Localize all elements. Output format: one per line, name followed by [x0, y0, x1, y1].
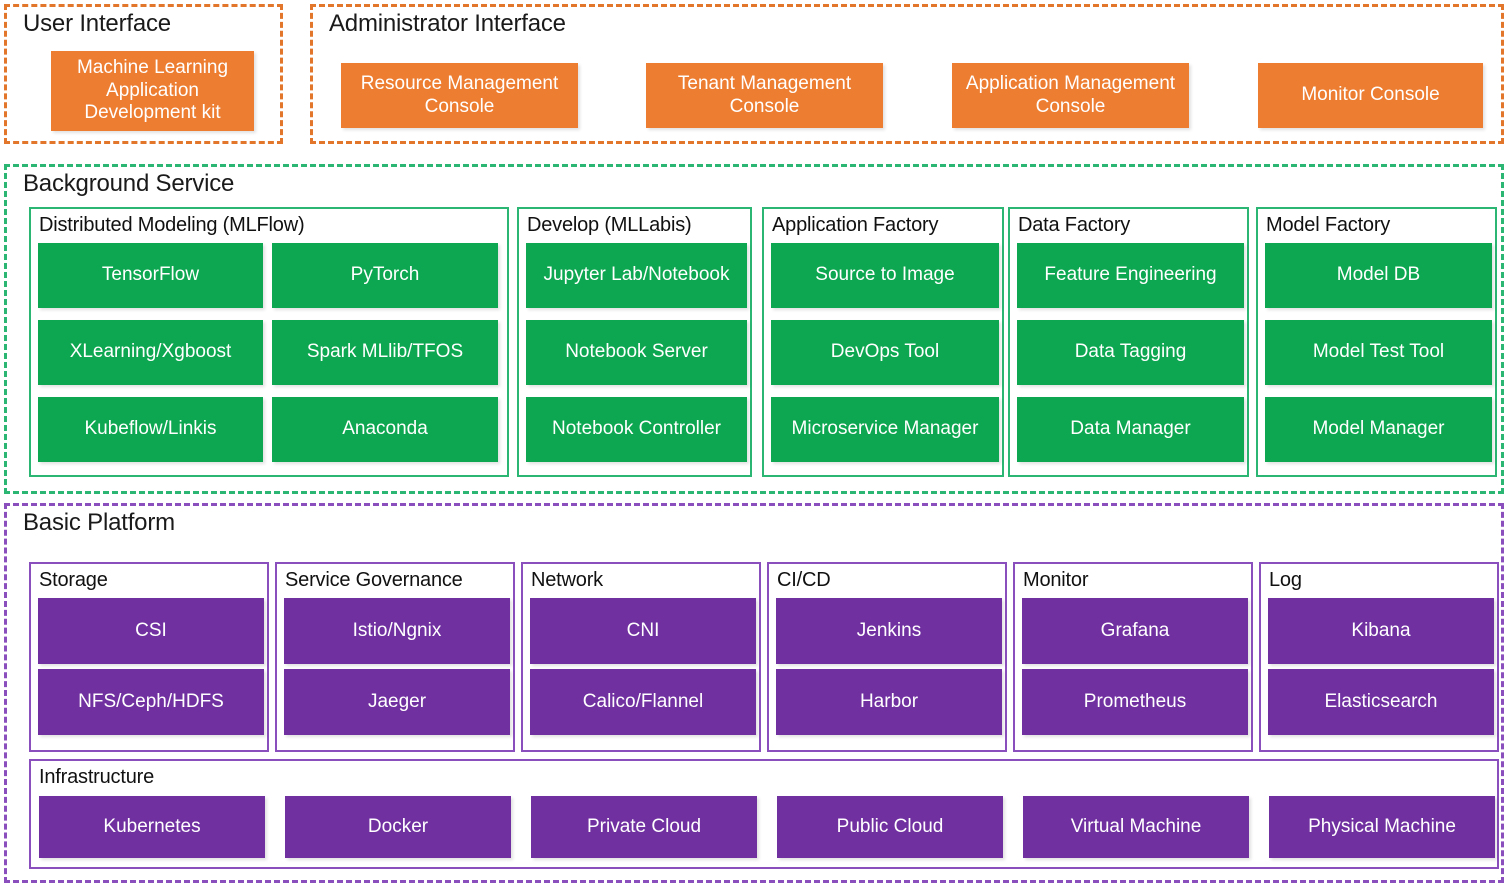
group-network-title: Network [531, 569, 603, 591]
tile-kubeflow-linkis[interactable]: Kubeflow/Linkis [38, 397, 263, 462]
group-application-factory-title: Application Factory [772, 214, 939, 236]
group-monitor: Monitor Grafana Prometheus [1013, 562, 1253, 752]
group-develop: Develop (MLLabis) Jupyter Lab/Notebook N… [517, 207, 752, 477]
administrator-interface-title: Administrator Interface [327, 9, 572, 39]
tile-microservice-manager[interactable]: Microservice Manager [771, 397, 999, 462]
group-storage: Storage CSI NFS/Ceph/HDFS [29, 562, 269, 752]
background-service-band: Background Service Distributed Modeling … [4, 164, 1504, 494]
tile-calico-flannel[interactable]: Calico/Flannel [530, 669, 756, 735]
administrator-interface-band: Administrator Interface Resource Managem… [310, 4, 1504, 144]
tile-elasticsearch[interactable]: Elasticsearch [1268, 669, 1494, 735]
tile-jenkins[interactable]: Jenkins [776, 598, 1002, 664]
group-develop-title: Develop (MLLabis) [527, 214, 692, 236]
ui-tile-ml-app-dev-kit[interactable]: Machine Learning Application Development… [51, 51, 254, 131]
group-network: Network CNI Calico/Flannel [521, 562, 761, 752]
tile-prometheus[interactable]: Prometheus [1022, 669, 1248, 735]
group-log-title: Log [1269, 569, 1302, 591]
admin-tile-tenant-management-console[interactable]: Tenant Management Console [646, 63, 883, 128]
group-service-governance: Service Governance Istio/Ngnix Jaeger [275, 562, 515, 752]
tile-physical-machine[interactable]: Physical Machine [1269, 796, 1495, 858]
tile-kubernetes[interactable]: Kubernetes [39, 796, 265, 858]
tile-model-test-tool[interactable]: Model Test Tool [1265, 320, 1492, 385]
tile-nfs-ceph-hdfs[interactable]: NFS/Ceph/HDFS [38, 669, 264, 735]
group-service-governance-title: Service Governance [285, 569, 463, 591]
user-interface-title: User Interface [21, 9, 177, 39]
group-data-factory-title: Data Factory [1018, 214, 1131, 236]
basic-platform-band: Basic Platform Storage CSI NFS/Ceph/HDFS… [4, 503, 1504, 883]
tile-model-manager[interactable]: Model Manager [1265, 397, 1492, 462]
tile-tensorflow[interactable]: TensorFlow [38, 243, 263, 308]
group-monitor-title: Monitor [1023, 569, 1089, 591]
group-infrastructure-title: Infrastructure [39, 766, 155, 788]
admin-tile-monitor-console[interactable]: Monitor Console [1258, 63, 1483, 128]
tile-pytorch[interactable]: PyTorch [272, 243, 498, 308]
group-application-factory: Application Factory Source to Image DevO… [762, 207, 1004, 477]
tile-model-db[interactable]: Model DB [1265, 243, 1492, 308]
tile-jaeger[interactable]: Jaeger [284, 669, 510, 735]
tile-xlearning-xgboost[interactable]: XLearning/Xgboost [38, 320, 263, 385]
admin-tile-application-management-console[interactable]: Application Management Console [952, 63, 1189, 128]
tile-anaconda[interactable]: Anaconda [272, 397, 498, 462]
group-infrastructure: Infrastructure Kubernetes Docker Private… [29, 759, 1499, 869]
group-storage-title: Storage [39, 569, 108, 591]
tile-source-to-image[interactable]: Source to Image [771, 243, 999, 308]
group-distributed-modeling: Distributed Modeling (MLFlow) TensorFlow… [29, 207, 509, 477]
group-cicd-title: CI/CD [777, 569, 831, 591]
tile-virtual-machine[interactable]: Virtual Machine [1023, 796, 1249, 858]
tile-grafana[interactable]: Grafana [1022, 598, 1248, 664]
admin-tile-resource-management-console[interactable]: Resource Management Console [341, 63, 578, 128]
tile-devops-tool[interactable]: DevOps Tool [771, 320, 999, 385]
group-model-factory: Model Factory Model DB Model Test Tool M… [1256, 207, 1497, 477]
tile-feature-engineering[interactable]: Feature Engineering [1017, 243, 1244, 308]
tile-notebook-controller[interactable]: Notebook Controller [526, 397, 747, 462]
group-model-factory-title: Model Factory [1266, 214, 1391, 236]
group-distributed-modeling-title: Distributed Modeling (MLFlow) [39, 214, 305, 236]
tile-private-cloud[interactable]: Private Cloud [531, 796, 757, 858]
user-interface-band: User Interface Machine Learning Applicat… [4, 4, 283, 144]
tile-istio-ngnix[interactable]: Istio/Ngnix [284, 598, 510, 664]
group-data-factory: Data Factory Feature Engineering Data Ta… [1008, 207, 1249, 477]
tile-data-manager[interactable]: Data Manager [1017, 397, 1244, 462]
tile-jupyter-lab-notebook[interactable]: Jupyter Lab/Notebook [526, 243, 747, 308]
tile-kibana[interactable]: Kibana [1268, 598, 1494, 664]
group-log: Log Kibana Elasticsearch [1259, 562, 1499, 752]
tile-spark-mllib-tfos[interactable]: Spark MLlib/TFOS [272, 320, 498, 385]
tile-data-tagging[interactable]: Data Tagging [1017, 320, 1244, 385]
tile-notebook-server[interactable]: Notebook Server [526, 320, 747, 385]
basic-platform-title: Basic Platform [21, 508, 181, 538]
tile-docker[interactable]: Docker [285, 796, 511, 858]
tile-cni[interactable]: CNI [530, 598, 756, 664]
background-service-title: Background Service [21, 169, 241, 199]
tile-csi[interactable]: CSI [38, 598, 264, 664]
tile-public-cloud[interactable]: Public Cloud [777, 796, 1003, 858]
tile-harbor[interactable]: Harbor [776, 669, 1002, 735]
group-cicd: CI/CD Jenkins Harbor [767, 562, 1007, 752]
